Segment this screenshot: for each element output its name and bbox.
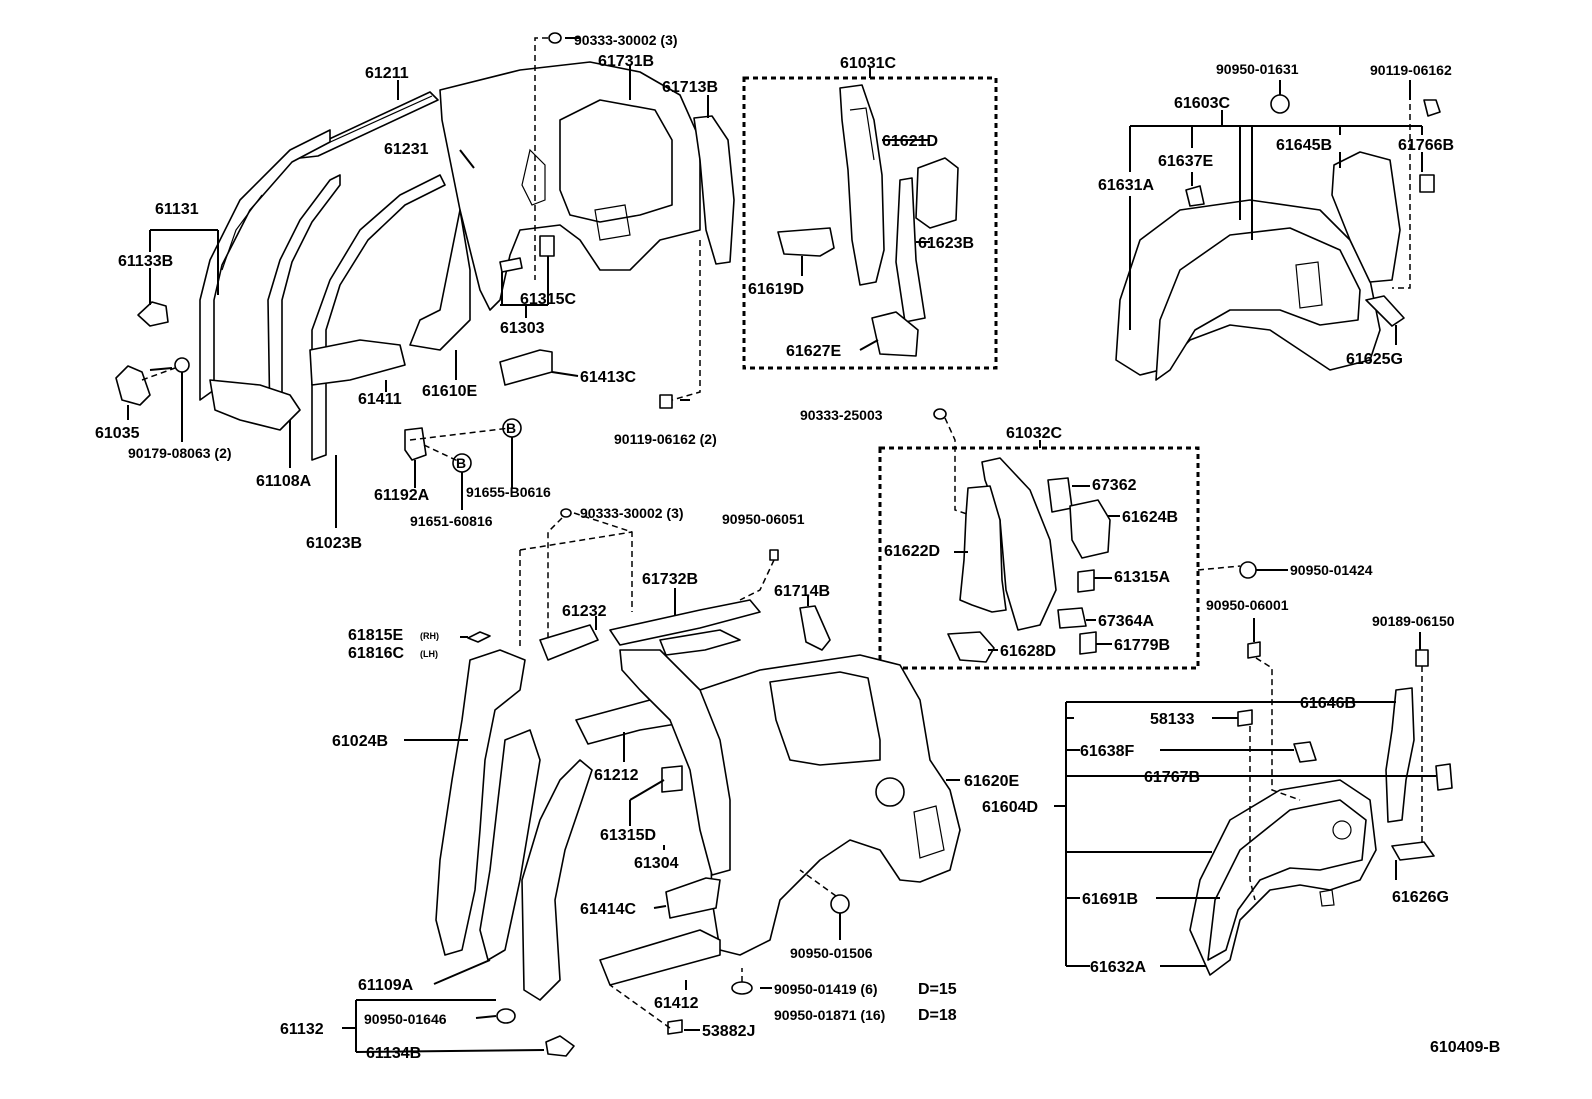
bolt-b-markers: B B [452, 418, 522, 473]
label-61315A: 61315A [1114, 569, 1170, 586]
label-61031C: 61031C [840, 55, 896, 72]
label-61732B: 61732B [642, 571, 698, 588]
label-90333-30002-mid: 90333-30002 (3) [580, 505, 684, 521]
label-61024B: 61024B [332, 733, 388, 750]
label-61624B: 61624B [1122, 509, 1178, 526]
assembly-bottom-right-wheelhouse [1054, 618, 1453, 976]
label-61623B: 61623B [918, 235, 974, 252]
assembly-bottom-quarter-panel [342, 508, 961, 1057]
label-61303: 61303 [500, 320, 545, 337]
label-61232: 61232 [562, 603, 607, 620]
label-61131: 61131 [155, 201, 199, 218]
label-90950-01646: 90950-01646 [364, 1011, 447, 1027]
label-61621D: 61621D [882, 133, 938, 150]
label-61731B: 61731B [598, 53, 654, 70]
label-diagram-ref: 610409-B [1430, 1039, 1500, 1056]
label-90950-06001: 90950-06001 [1206, 597, 1289, 613]
label-67364A: 67364A [1098, 613, 1154, 630]
label-61691B: 61691B [1082, 891, 1138, 908]
label-90119-06162-2: 90119-06162 (2) [614, 431, 717, 447]
label-61412: 61412 [654, 995, 699, 1012]
label-61211: 61211 [365, 65, 409, 82]
label-61632A: 61632A [1090, 959, 1146, 976]
label-61134B: 61134B [366, 1045, 421, 1062]
label-61627E: 61627E [786, 343, 841, 360]
label-61414C: 61414C [580, 901, 636, 918]
assembly-61032C [878, 408, 1288, 670]
label-61411: 61411 [358, 391, 402, 408]
label-61192A: 61192A [374, 487, 430, 504]
label-90950-01506: 90950-01506 [790, 945, 873, 961]
label-61032C: 61032C [1006, 425, 1062, 442]
label-90950-01871: 90950-01871 (16) [774, 1007, 885, 1023]
b-marker-1: B [506, 420, 516, 436]
label-61631A: 61631A [1098, 177, 1154, 194]
label-61023B: 61023B [306, 535, 362, 552]
label-61413C: 61413C [580, 369, 636, 386]
label-61231: 61231 [384, 141, 429, 158]
assembly-top-left [115, 32, 735, 461]
label-61646B: 61646B [1300, 695, 1356, 712]
label-61815E: 61815E [348, 627, 403, 644]
label-61638F: 61638F [1080, 743, 1134, 760]
label-61625G: 61625G [1346, 351, 1403, 368]
label-61816C: 61816C [348, 645, 404, 662]
label-d18: D=18 [918, 1007, 957, 1024]
assembly-top-right-wheelhouse [1115, 80, 1441, 381]
label-61604D: 61604D [982, 799, 1038, 816]
label-lh: (LH) [420, 649, 438, 659]
label-91655-B0616: 91655-B0616 [466, 484, 551, 500]
label-53882J: 53882J [702, 1023, 755, 1040]
label-61637E: 61637E [1158, 153, 1213, 170]
label-61132: 61132 [280, 1021, 324, 1038]
label-61628D: 61628D [1000, 643, 1056, 660]
label-61603C: 61603C [1174, 95, 1230, 112]
label-61619D: 61619D [748, 281, 804, 298]
label-61212: 61212 [594, 767, 639, 784]
label-rh: (RH) [420, 631, 439, 641]
label-61713B: 61713B [662, 79, 718, 96]
b-marker-2: B [456, 455, 466, 471]
label-61766B: 61766B [1398, 137, 1454, 154]
label-d15: D=15 [918, 981, 957, 998]
label-90333-25003: 90333-25003 [800, 407, 883, 423]
label-58133: 58133 [1150, 711, 1195, 728]
label-61315C: 61315C [520, 291, 576, 308]
label-90333-30002-top: 90333-30002 (3) [574, 32, 678, 48]
label-61622D: 61622D [884, 543, 940, 560]
label-61645B: 61645B [1276, 137, 1332, 154]
label-61108A: 61108A [256, 473, 312, 490]
part-labels: 90333-30002 (3) 61211 61731B 61713B 6123… [95, 32, 1500, 1062]
label-61714B: 61714B [774, 583, 830, 600]
label-61304: 61304 [634, 855, 679, 872]
label-91651-60816: 91651-60816 [410, 513, 493, 529]
label-61133B: 61133B [118, 253, 173, 270]
label-90119-06162: 90119-06162 [1370, 62, 1452, 78]
label-61035: 61035 [95, 425, 140, 442]
label-61767B: 61767B [1144, 769, 1200, 786]
label-61610E: 61610E [422, 383, 477, 400]
leaders-top-left [127, 37, 709, 528]
label-67362: 67362 [1092, 477, 1137, 494]
label-61620E: 61620E [964, 773, 1019, 790]
label-90950-01631: 90950-01631 [1216, 61, 1299, 77]
assembly-61031C [742, 68, 998, 370]
label-61779B: 61779B [1114, 637, 1170, 654]
label-90950-06051: 90950-06051 [722, 511, 805, 527]
label-61626G: 61626G [1392, 889, 1449, 906]
label-90189-06150: 90189-06150 [1372, 613, 1455, 629]
label-90950-01424: 90950-01424 [1290, 562, 1373, 578]
label-90179-08063: 90179-08063 (2) [128, 445, 232, 461]
label-90950-01419: 90950-01419 (6) [774, 981, 878, 997]
label-61315D: 61315D [600, 827, 656, 844]
label-61109A: 61109A [358, 977, 414, 994]
